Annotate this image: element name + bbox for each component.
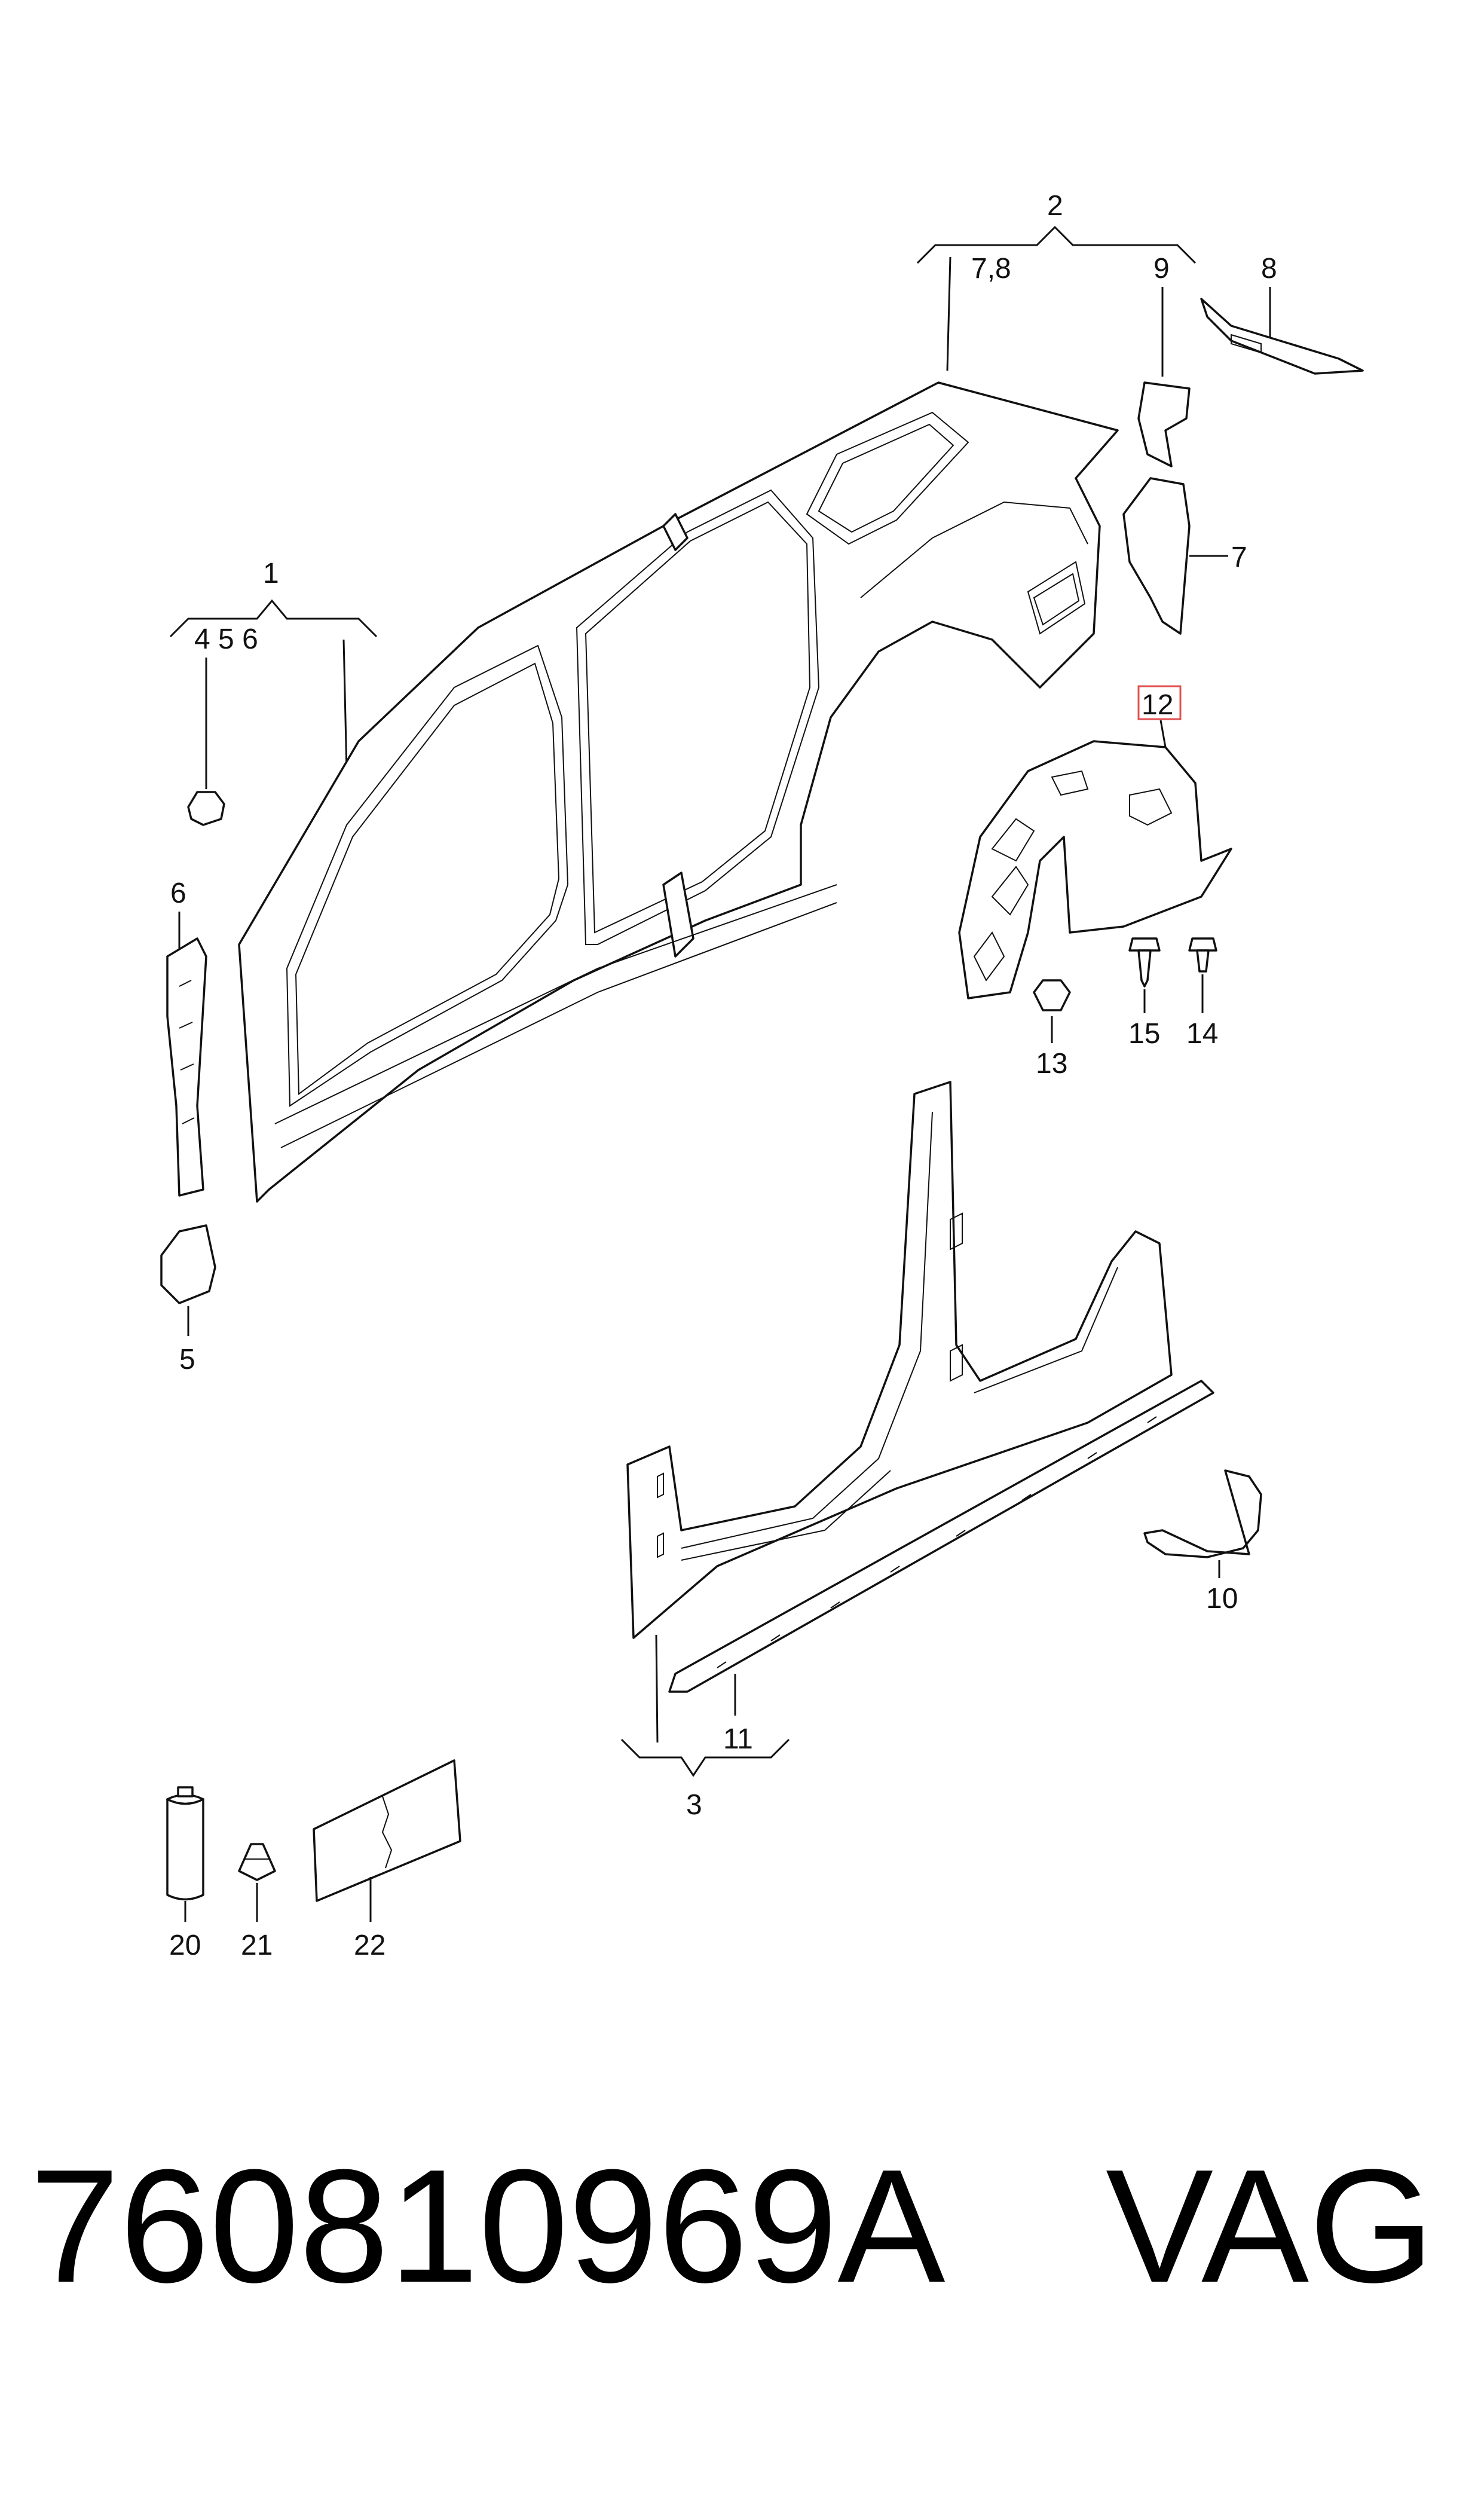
callout-1-sub: 4 5 6 [194,623,258,655]
callout-12-highlight-box [1137,685,1182,720]
part-10-arch-trim: 10 [1143,1469,1262,1615]
callout-5: 5 [179,1344,195,1375]
callout-21: 21 [241,1930,273,1961]
callout-group-1: 1 4 5 6 [169,558,378,772]
part-21-grommet: 21 [238,1843,276,1961]
callout-10: 10 [1206,1583,1238,1615]
callout-11: 11 [723,1723,753,1755]
callout-15: 15 [1128,1018,1160,1050]
part-13-nut: 13 [1033,979,1071,1080]
callout-7: 7 [1231,542,1247,573]
part-20-cartridge: 20 [166,1786,204,1961]
callout-6: 6 [170,878,186,909]
part-5-bracket: 5 [160,1224,216,1375]
part-6-reinforcement: 6 [166,878,207,1197]
side-panel-assembly [238,381,1119,1203]
part-4-clip: 4 [187,658,225,826]
brand-label: VAG [1106,2136,1435,2316]
part-14-screw: 14 [1186,937,1218,1050]
callout-group-3: 3 [620,1634,790,1821]
callout-3: 3 [686,1789,702,1821]
part-12-wheelarch-liner: 12 [958,685,1232,999]
callout-13: 13 [1036,1048,1067,1080]
callout-group-2: 2 7,8 9 [916,190,1197,377]
footer: 760810969A VAG [30,2128,1452,2325]
part-15-screw: 15 [1128,937,1161,1050]
part-number: 760810969A [30,2136,946,2316]
callout-2-sub-b: 9 [1153,253,1170,285]
callout-8: 8 [1261,253,1277,285]
callout-14: 14 [1186,1018,1218,1050]
callout-1: 1 [263,558,279,589]
callout-12: 12 [1142,689,1173,721]
callout-2-sub-a: 7,8 [971,253,1011,285]
callout-22: 22 [354,1930,385,1961]
part-11-sill-strip: 11 [668,1380,1214,1755]
part-22-sheet: 22 [313,1759,461,1961]
part-9-bracket [1137,381,1191,467]
part-8-strip: 8 [1200,253,1364,375]
part-7-panel: 7 [1122,477,1247,635]
callout-2: 2 [1047,190,1063,222]
callout-20: 20 [169,1930,201,1961]
sill-panel-assembly [626,1081,1173,1639]
